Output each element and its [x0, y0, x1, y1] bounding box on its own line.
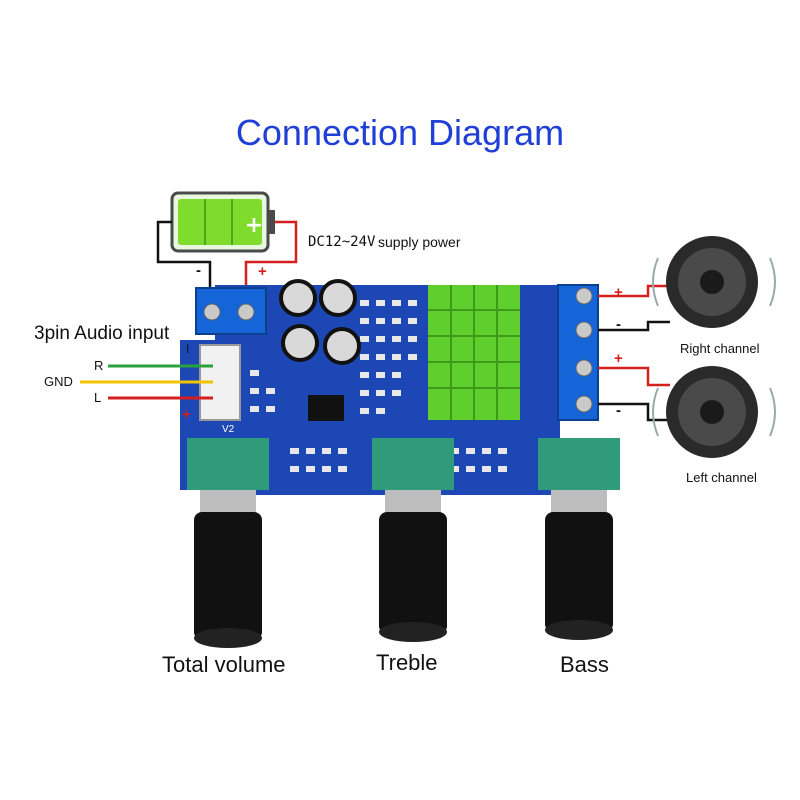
audio-r-label: R	[94, 358, 104, 373]
bass-label: Bass	[560, 652, 609, 677]
audio-plus-sign: +	[182, 406, 191, 423]
audio-input-label: 3pin Audio input	[34, 323, 170, 344]
left-plus-sign: +	[614, 350, 623, 367]
svg-text:+: +	[245, 213, 263, 238]
left-speaker-icon	[652, 366, 776, 458]
speaker-terminal	[557, 284, 599, 421]
power-supply-label: supply power	[378, 234, 461, 250]
right-minus-sign: -	[616, 316, 621, 333]
capacitors	[279, 279, 361, 365]
right-plus-sign: +	[614, 284, 623, 301]
smd-components	[250, 300, 507, 472]
amplifier-chip	[308, 395, 344, 421]
volume-knob-icon	[187, 438, 269, 648]
total-volume-label: Total volume	[162, 652, 286, 677]
left-channel-label: Left channel	[686, 470, 757, 485]
power-wire-positive	[244, 220, 298, 290]
right-speaker-icon	[652, 236, 776, 328]
diagram-title: Connection Diagram	[235, 112, 565, 153]
power-voltage-label: DC12~24V	[308, 234, 376, 250]
board-marking: V2	[222, 424, 235, 435]
left-minus-sign: -	[616, 402, 621, 419]
treble-label: Treble	[376, 650, 438, 675]
treble-knob-icon	[372, 438, 454, 642]
power-minus-sign: -	[196, 262, 201, 279]
audio-l-label: L	[94, 390, 102, 405]
battery-icon: +	[170, 191, 275, 253]
power-wire-negative	[156, 220, 212, 290]
audio-gnd-label: GND	[44, 374, 73, 389]
right-channel-label: Right channel	[680, 341, 760, 356]
audio-pin-mark: I	[186, 342, 190, 356]
power-plus-sign: +	[258, 263, 267, 280]
bass-knob-icon	[538, 438, 620, 640]
